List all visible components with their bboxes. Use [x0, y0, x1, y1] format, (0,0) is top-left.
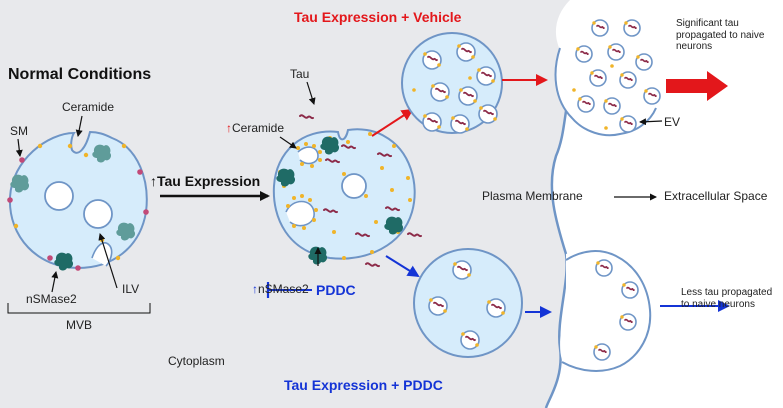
extracellular-space-label: Extracellular Space	[664, 189, 768, 203]
vehicle-release-pocket	[554, 0, 663, 137]
mvb-label: MVB	[66, 318, 93, 332]
pddc-inhibitor-label: PDDC	[316, 282, 356, 298]
cytoplasm-label: Cytoplasm	[168, 354, 225, 368]
nsmase2-increase-text: nSMase2	[258, 282, 309, 296]
tau-mvb	[272, 128, 416, 265]
normal-mvb	[7, 130, 149, 271]
vehicle-mvb	[401, 32, 503, 134]
up-arrow-icon: ↑	[150, 173, 157, 189]
less-tau-label: Less tau propagated to naive neurons	[681, 287, 773, 310]
plasma-membrane-label: Plasma Membrane	[482, 189, 583, 203]
pddc-release-pocket	[560, 248, 652, 372]
normal-conditions-title: Normal Conditions	[8, 66, 152, 83]
pddc-mvb	[413, 248, 523, 358]
significant-tau-label: Significant tau propagated to naive neur…	[676, 18, 765, 52]
tau-expression-label: ↑Tau Expression	[150, 173, 261, 189]
ceramide-increase-label: ↑Ceramide	[226, 121, 285, 135]
ilv-label: ILV	[122, 282, 140, 296]
sm-label: SM	[10, 124, 28, 138]
tau-label: Tau	[290, 67, 310, 81]
tau-expression-text: Tau Expression	[157, 173, 261, 189]
tau-vehicle-title: Tau Expression + Vehicle	[294, 9, 462, 25]
up-arrow-icon: ↑	[252, 282, 258, 296]
nsmase2-increase-label: ↑nSMase2	[252, 282, 309, 296]
ceramide-label: Ceramide	[62, 100, 115, 114]
tau-pddc-title: Tau Expression + PDDC	[284, 377, 443, 393]
up-arrow-icon: ↑	[226, 121, 232, 135]
nsmase2-label: nSMase2	[26, 292, 77, 306]
ceramide-increase-text: Ceramide	[232, 121, 285, 135]
ev-label: EV	[664, 115, 681, 129]
